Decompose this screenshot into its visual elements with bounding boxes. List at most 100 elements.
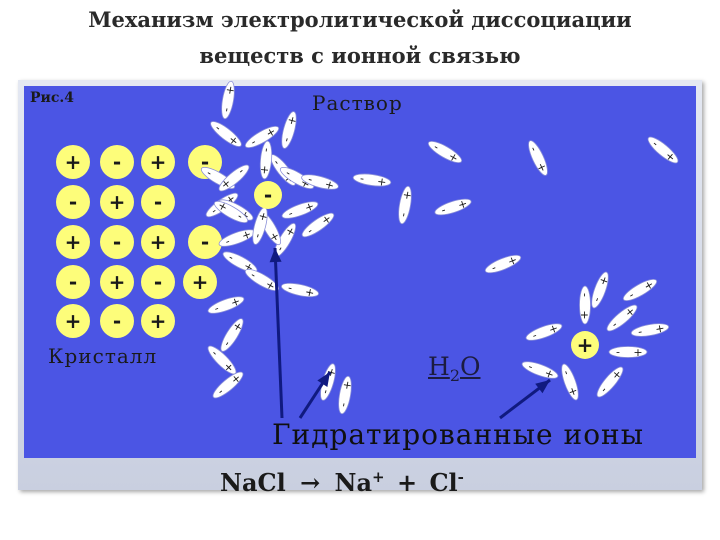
water-minus-pole: - — [597, 384, 610, 395]
water-plus-pole: + — [565, 385, 580, 398]
water-minus-pole: - — [359, 172, 365, 185]
equation-anion-charge: - — [457, 468, 464, 486]
pointer-arrow-head — [269, 248, 282, 263]
water-minus-pole: - — [637, 325, 643, 338]
water-minus-pole: - — [215, 385, 226, 398]
water-molecule-body — [528, 140, 548, 176]
crystal-ion-charge: + — [109, 190, 126, 214]
water-minus-pole: - — [251, 232, 265, 239]
water-molecule: -+ — [527, 140, 550, 176]
water-plus-pole: + — [376, 175, 387, 189]
solution-label: Раствор — [312, 91, 403, 115]
water-molecule-body — [525, 323, 563, 341]
water-molecule-body — [207, 296, 245, 314]
water-molecule-body — [212, 371, 244, 399]
water-plus-pole: + — [543, 366, 556, 381]
water-molecule-body — [561, 363, 579, 401]
water-plus-pole: + — [578, 310, 591, 319]
water-molecule-body — [579, 285, 591, 325]
water-minus-pole: - — [307, 173, 314, 187]
water-minus-pole: - — [287, 281, 294, 295]
water-minus-pole: - — [260, 147, 273, 152]
crystal-ion — [100, 145, 134, 179]
title-line-1: Механизм электролитической диссоциации — [88, 7, 632, 32]
water-molecule-body — [352, 173, 392, 187]
water-molecule: -+ — [397, 185, 414, 225]
water-molecule: -+ — [207, 294, 245, 316]
water-minus-pole: - — [226, 251, 236, 264]
water-plus-pole: + — [285, 114, 300, 126]
water-molecule-body — [338, 375, 352, 415]
hydration-shell-molecule: -+ — [525, 321, 563, 342]
water-plus-pole: + — [456, 197, 469, 212]
water-plus-pole: + — [547, 321, 560, 336]
water-plus-pole: + — [229, 294, 242, 309]
water-molecule: -+ — [273, 222, 298, 258]
water-molecule-body — [596, 366, 624, 398]
water-molecule: -+ — [244, 124, 280, 149]
water-molecule-body — [647, 136, 679, 164]
water-molecule-body — [427, 140, 463, 164]
water-molecule-body — [259, 140, 273, 180]
crystal-ion — [56, 265, 90, 299]
hydration-shell-molecule: -+ — [560, 363, 581, 401]
crystal-ion-charge: + — [65, 230, 82, 254]
water-o: O — [460, 352, 481, 381]
water-minus-pole: - — [213, 302, 221, 316]
hydration-shell-molecule: -+ — [213, 199, 249, 224]
crystal-ion — [141, 304, 175, 338]
water-molecule: -+ — [484, 253, 522, 275]
water-molecule-body — [484, 254, 522, 274]
crystal-label: Кристалл — [48, 344, 158, 368]
water-molecule: -+ — [218, 227, 256, 249]
equation-plus: + — [396, 468, 418, 497]
water-minus-pole: - — [650, 137, 661, 150]
hydration-shell-molecule: -+ — [521, 360, 559, 382]
equation-cation: Na — [334, 468, 373, 497]
water-minus-pole: - — [236, 165, 247, 178]
water-formula: H2O — [428, 352, 481, 385]
water-minus-pole: - — [280, 136, 294, 143]
water-minus-pole: - — [224, 235, 232, 249]
water-minus-pole: - — [213, 121, 224, 134]
hydration-shell-molecule: -+ — [622, 277, 658, 302]
water-molecule: -+ — [427, 140, 463, 165]
title-line-2: веществ с ионной связью — [199, 43, 521, 68]
water-molecule-body — [521, 361, 559, 379]
water-minus-pole: - — [527, 144, 540, 153]
water-minus-pole: - — [527, 360, 535, 374]
water-molecule-body — [630, 323, 670, 337]
water-plus-pole: + — [633, 346, 642, 359]
hydration-shell-molecule: -+ — [578, 285, 592, 325]
water-molecule-body — [279, 166, 315, 190]
crystal-ion — [56, 225, 90, 259]
water-plus-pole: + — [303, 199, 316, 214]
water-minus-pole: - — [304, 224, 315, 237]
crystal-ion — [141, 185, 175, 219]
water-molecule: -+ — [207, 345, 237, 375]
water-molecule: -+ — [244, 268, 280, 293]
dissociation-equation: NaCl → Na+ + Cl- — [220, 468, 464, 497]
crystal-ion — [141, 265, 175, 299]
hydration-shell-molecule: -+ — [630, 322, 670, 338]
crystal-ion — [56, 304, 90, 338]
water-molecule-body — [622, 278, 658, 302]
pointer-arrow-head — [535, 380, 550, 394]
water-plus-pole: + — [654, 322, 665, 336]
water-molecule-body — [210, 121, 242, 147]
water-minus-pole: - — [318, 388, 332, 395]
hydration-shell-molecule: -+ — [281, 199, 319, 220]
water-h: H — [428, 352, 450, 381]
water-minus-pole: - — [220, 107, 233, 113]
water-minus-pole: - — [248, 268, 258, 281]
hydration-shell-molecule: -+ — [590, 271, 612, 309]
hydration-shell-molecule: -+ — [258, 140, 274, 180]
water-minus-pole: - — [248, 135, 258, 148]
hydrated-cation — [571, 331, 599, 359]
water-plus-pole: + — [223, 85, 237, 96]
crystal-ion — [141, 145, 175, 179]
hydration-shell-molecule: -+ — [596, 366, 625, 398]
water-molecule-body — [301, 174, 339, 190]
crystal-ion-charge: + — [65, 150, 82, 174]
